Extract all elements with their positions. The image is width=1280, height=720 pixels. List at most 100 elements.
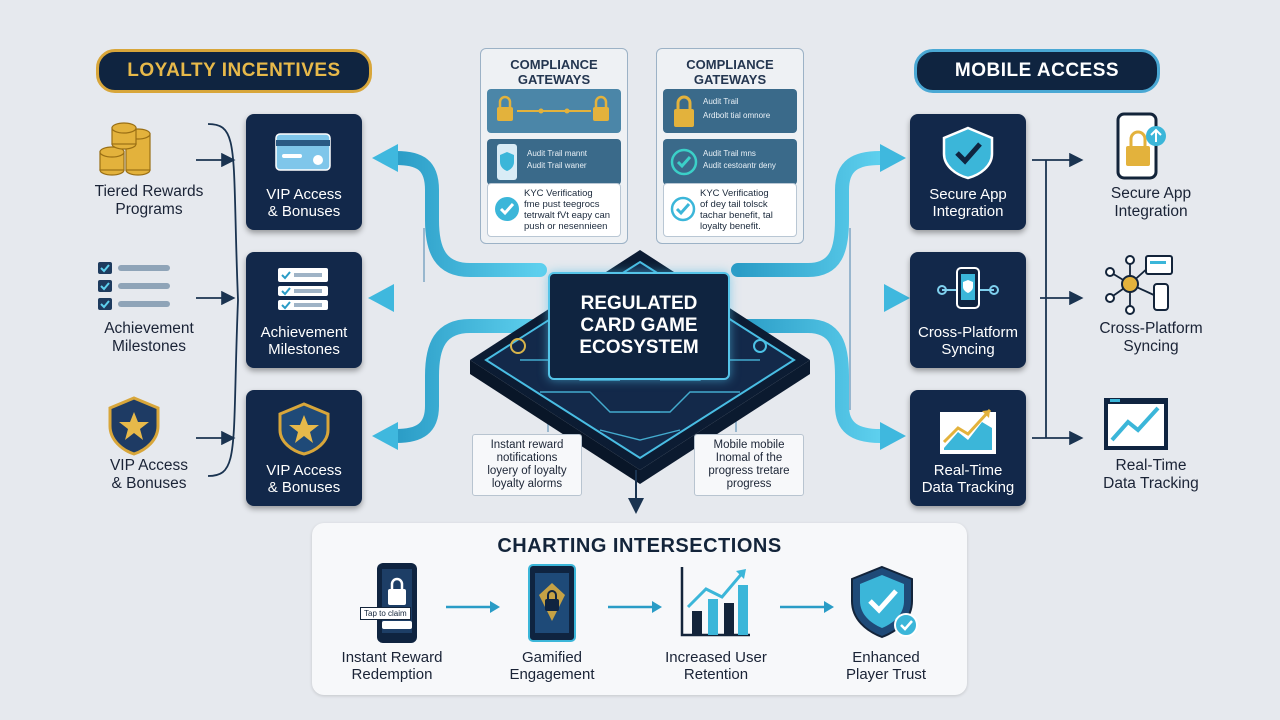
real-time-data-tracking-label: Real-Time Data Tracking	[1066, 457, 1236, 493]
right-outer-label-line: Syncing	[1123, 338, 1179, 355]
gateway-title-line: GATEWAYS	[517, 72, 591, 87]
kyc-text-line: KYC Verificatiog	[700, 188, 769, 199]
tile-secure-app-integration[interactable]: Secure App Integration	[910, 114, 1026, 230]
lock-icon	[674, 95, 694, 127]
left-flow-arrows	[385, 151, 547, 443]
coin-stack-icon	[98, 114, 160, 185]
bottom-item-label: Increased User Retention	[646, 649, 786, 683]
vip-access-label: VIP Access & Bonuses	[64, 457, 234, 493]
bottom-label-line: Retention	[683, 666, 749, 683]
kyc-text-line: tachar benefit, tal	[700, 210, 773, 221]
left-outer-label-line: Tiered Rewards	[94, 183, 204, 200]
bottom-item-label: Enhanced Player Trust	[816, 649, 956, 683]
left-outer-label-line: & Bonuses	[111, 475, 187, 492]
tile-label: Achievement Milestones	[246, 324, 362, 358]
tap-to-claim-badge: Tap to claim	[360, 607, 411, 620]
right-flow-arrows	[731, 151, 891, 443]
note-line: progress	[726, 478, 772, 490]
note-line: loyalty alorms	[491, 478, 563, 490]
note-line: progress tretare	[708, 465, 790, 477]
right-outer-label-line: Real-Time	[1115, 457, 1187, 474]
game-card-icon	[528, 564, 576, 642]
star-shield-icon	[106, 396, 162, 461]
check-circle-icon	[670, 148, 698, 176]
left-outer-label-line: Programs	[115, 201, 183, 218]
tile-label: Secure App Integration	[910, 186, 1026, 220]
note-line: loyery of loyalty	[487, 465, 567, 477]
shield-check-icon	[942, 126, 994, 180]
trend-chart-icon	[940, 408, 996, 454]
left-connectors	[196, 123, 239, 477]
mobile-access-header: MOBILE ACCESS	[914, 49, 1160, 93]
bottom-label-line: Gamified	[521, 649, 583, 666]
tile-real-time-data-tracking[interactable]: Real-Time Data Tracking	[910, 390, 1026, 506]
charting-intersections-title: CHARTING INTERSECTIONS	[497, 535, 782, 557]
tile-label-line: Secure App	[929, 186, 1007, 203]
right-outer-label-line: Cross-Platform	[1099, 320, 1203, 337]
loyalty-incentives-header: LOYALTY INCENTIVES	[96, 49, 372, 93]
audit-trail-text: Audit Trail mns	[703, 149, 756, 158]
bottom-item-label: Instant Reward Redemption	[322, 649, 462, 683]
trust-shield-icon	[851, 565, 918, 639]
phone-lock-icon	[1114, 112, 1168, 187]
kyc-text-line: push or nesennieen	[524, 221, 608, 232]
tile-label-line: & Bonuses	[267, 479, 341, 496]
loyalty-incentives-title: LOYALTY INCENTIVES	[127, 60, 341, 81]
growth-chart-icon	[680, 567, 750, 637]
kyc-text-line: of dey tail tolsck	[700, 199, 768, 210]
tile-vip-access-card[interactable]: VIP Access & Bonuses	[246, 114, 362, 230]
gateway-title: COMPLIANCE GATEWAYS	[657, 57, 803, 87]
tile-label-line: Milestones	[268, 341, 340, 358]
gateway-title-line: COMPLIANCE	[686, 57, 774, 72]
phone-sync-icon	[937, 267, 999, 309]
bottom-label-line: Engagement	[509, 666, 595, 683]
gateway-lock-row: Audit Trail Ardbolt tial omnore	[663, 89, 797, 133]
bottom-label-line: Instant Reward	[341, 649, 443, 666]
right-outer-label-line: Integration	[1114, 203, 1188, 220]
check-circle-icon	[670, 196, 696, 222]
note-line: Instant reward	[490, 439, 564, 451]
left-outer-label-line: VIP Access	[109, 457, 189, 474]
devices-network-icon	[1100, 252, 1176, 321]
mobile-access-title: MOBILE ACCESS	[954, 60, 1120, 81]
left-arrowheads	[368, 144, 398, 450]
regulated-card-game-ecosystem: REGULATED CARD GAME ECOSYSTEM	[548, 272, 730, 380]
secure-app-integration-label: Secure App Integration	[1066, 185, 1236, 221]
tile-label-line: Integration	[932, 203, 1004, 220]
charting-intersections-panel: CHARTING INTERSECTIONS Tap to claim Inst…	[312, 523, 967, 695]
note-line: Mobile mobile	[713, 439, 785, 451]
tile-label: VIP Access & Bonuses	[246, 186, 362, 220]
right-outer-label-line: Secure App	[1110, 185, 1192, 202]
cross-platform-syncing-label: Cross-Platform Syncing	[1066, 320, 1236, 356]
phone-claim-icon	[377, 563, 417, 643]
bottom-flow-arrows	[446, 601, 834, 613]
bottom-label-line: Enhanced	[852, 649, 920, 666]
checklist-icon	[96, 260, 176, 319]
audit-trail-text: Ardbolt tial omnore	[703, 111, 771, 120]
tile-cross-platform-syncing[interactable]: Cross-Platform Syncing	[910, 252, 1026, 368]
center-title-line: CARD GAME	[580, 315, 698, 336]
kyc-text-line: tetrwalt fVt eapy can	[524, 210, 611, 221]
compliance-gateway-left: COMPLIANCE GATEWAYS Audit Trail mannt Au…	[480, 48, 628, 244]
center-title-line: ECOSYSTEM	[579, 337, 699, 358]
tile-achievement-milestones[interactable]: Achievement Milestones	[246, 252, 362, 368]
note-line: notifications	[496, 452, 558, 464]
star-shield-icon	[278, 402, 330, 456]
bottom-label-line: Player Trust	[845, 666, 927, 683]
kyc-verification-box: KYC Verificatiog fme pust teegrocs tetrw…	[487, 183, 621, 237]
audit-trail-text: Audit cestoantr deny	[703, 161, 776, 170]
tile-label-line: Syncing	[941, 341, 995, 358]
achievement-milestones-label: Achievement Milestones	[64, 320, 234, 356]
tile-label: VIP Access & Bonuses	[246, 462, 362, 496]
tile-label: Cross-Platform Syncing	[910, 324, 1026, 358]
center-title-line: REGULATED	[580, 293, 698, 314]
right-connectors	[1032, 152, 1084, 446]
monitor-chart-icon	[1102, 396, 1172, 459]
lock-icon	[593, 95, 609, 121]
gateway-title-line: COMPLIANCE	[510, 57, 598, 72]
tile-vip-access-bonuses[interactable]: VIP Access & Bonuses	[246, 390, 362, 506]
tile-label-line: VIP Access	[266, 186, 342, 203]
note-line: Inomal of the	[715, 452, 783, 464]
audit-trail-text: Audit Trail mannt	[527, 149, 588, 158]
kyc-text-line: KYC Verificatiog	[524, 188, 593, 199]
